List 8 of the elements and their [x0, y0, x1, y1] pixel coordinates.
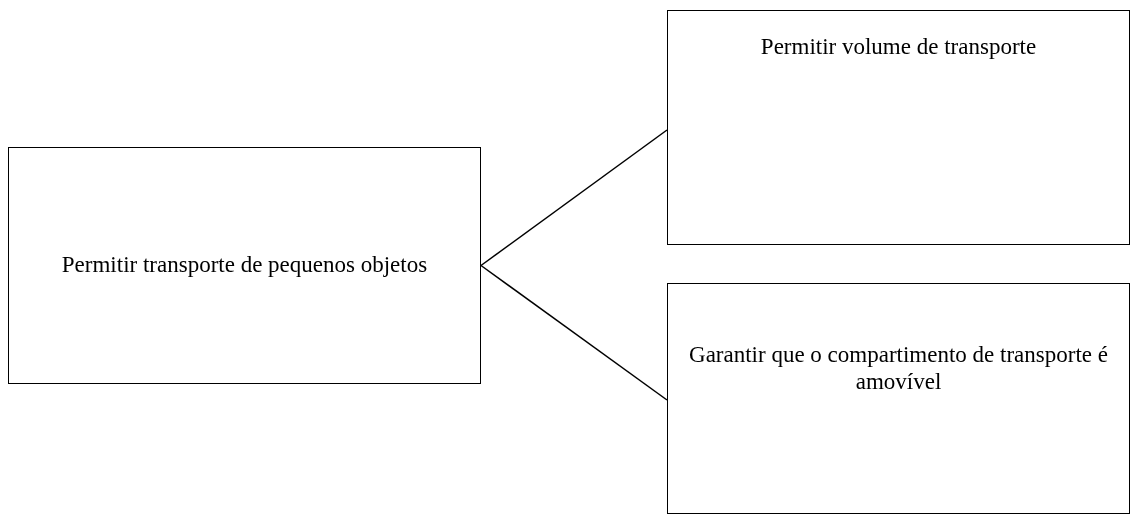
process-box — [667, 283, 1130, 514]
connector-line — [480, 129, 668, 267]
box-text: Garantir que o compartimento de transporte é amovível — [688, 342, 1109, 395]
process-box — [667, 10, 1130, 245]
process-box — [8, 147, 481, 384]
box-text: Permitir volume de transporte — [759, 34, 1038, 61]
connector-line — [480, 264, 668, 401]
box-text: Permitir transporte de pequenos objetos — [60, 252, 429, 279]
